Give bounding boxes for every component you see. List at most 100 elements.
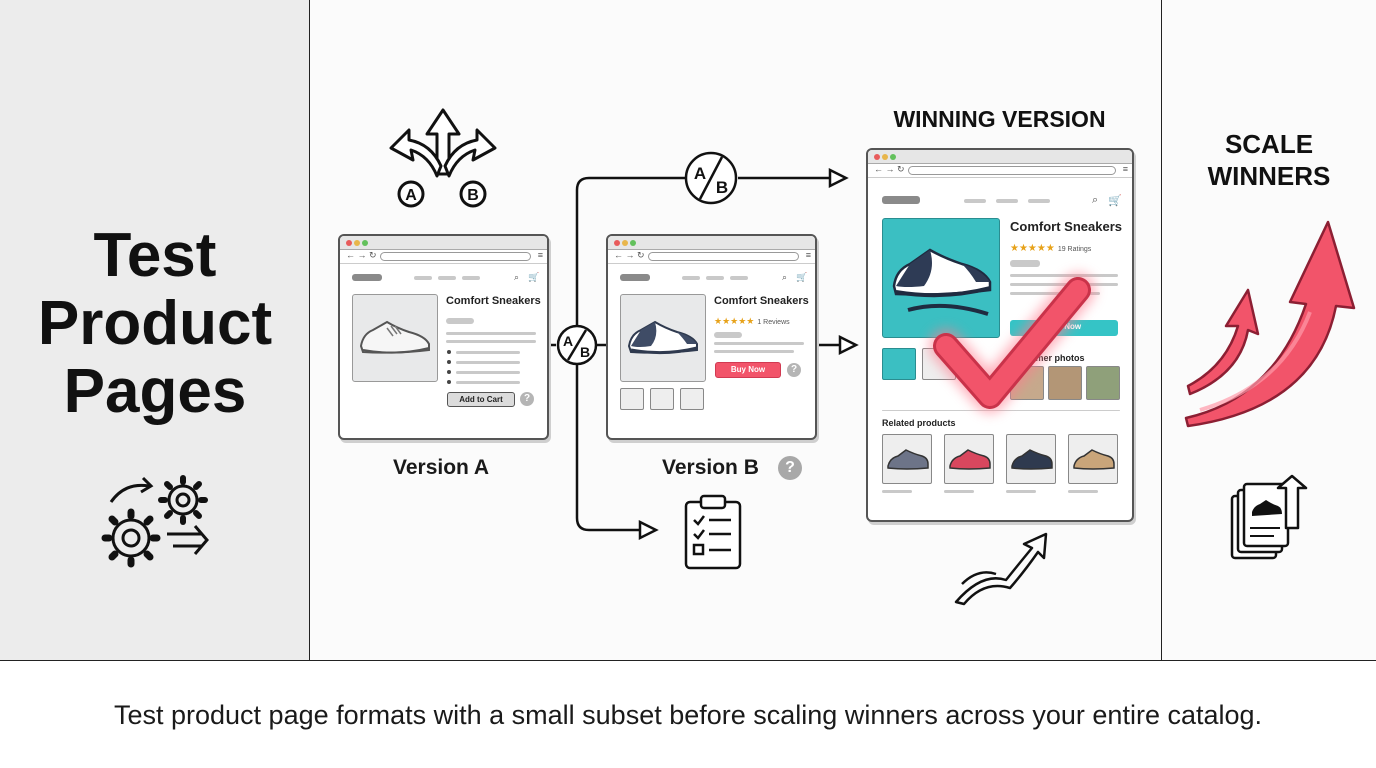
text-line [944,490,974,493]
minimize-dot [354,240,360,246]
ab-top-b: B [716,178,728,197]
close-dot [874,154,880,160]
price-placeholder [1010,260,1040,267]
text-line [446,340,536,343]
browser-w-titlebar [868,150,1132,164]
sneaker-icon [887,449,1115,470]
growth-arrows-icon [954,532,1048,606]
checkmark-icon [929,273,1095,413]
thumbnail [650,388,674,410]
bullet [447,360,451,364]
buy-now-button[interactable]: Buy Now [715,362,781,378]
product-title-winning: Comfort Sneakers [1010,219,1122,234]
nav-link-placeholder [682,276,700,280]
gears-icon [101,475,209,568]
split-a-letter: A [405,187,417,204]
text-line [456,351,520,354]
nav-link-placeholder [730,276,748,280]
search-icon: ⌕ [514,272,520,282]
browser-version-a: ← → ↻ ≡ ⌕ 🛒 Comfort Sneakers Add to Cart… [338,234,549,440]
nav-arrows-icon: ← → ↻ [874,164,905,174]
browser-b-titlebar [608,236,815,250]
thumbnail [680,388,704,410]
ratings-count: 19 Ratings [1057,246,1092,253]
bullet [447,350,451,354]
clipboard-checklist-icon [684,494,742,570]
thumbnail [620,388,644,410]
caption-bar [0,660,1376,768]
browser-b-navbar: ← → ↻ ≡ [608,250,815,264]
nav-link-placeholder [964,199,986,203]
left-title-line-1: Test [93,221,217,290]
sneaker-icon [359,320,430,354]
divider [882,410,1120,411]
review-count-b: 1 Reviews [757,319,790,326]
search-icon: ⌕ [782,272,788,282]
help-icon: ? [520,392,534,406]
logo-placeholder [352,274,382,281]
rating-stars-b: ★★★★★1 Reviews [714,316,790,326]
text-line [1068,490,1098,493]
ab-badge-b: B [580,344,590,360]
browser-a-titlebar [340,236,547,250]
sneaker-icon [627,320,698,355]
customer-photos-label: Customer photos [1010,353,1085,363]
text-line [446,332,536,335]
ab-top-a: A [694,164,706,183]
text-line [714,342,804,345]
ab-badge-top-icon: A B [684,151,738,205]
browser-winning-version: ← → ↻ ≡ ⌕ 🛒 Comfort Sneakers ★★★★★19 Rat… [866,148,1134,522]
split-b-letter: B [467,187,479,204]
upward-trend-arrow-icon [1184,220,1356,428]
browser-version-b: ← → ↻ ≡ ⌕ 🛒 Comfort Sneakers ★★★★★1 Revi… [606,234,817,440]
browser-b-url-bar [648,252,799,261]
price-placeholder [446,318,474,324]
left-title-line-3: Pages [63,357,247,426]
bullet [447,370,451,374]
nav-link-placeholder [462,276,480,280]
flow-connectors [549,167,859,541]
text-line [714,350,794,353]
version-b-help-icon: ? [778,456,802,480]
browser-w-navbar: ← → ↻ ≡ [868,164,1132,178]
version-b-label: Version B [662,456,759,479]
related-products-label: Related products [882,418,956,428]
cart-icon: 🛒 [796,272,808,282]
browser-a-url-bar [380,252,531,261]
maximize-dot [630,240,636,246]
nav-arrows-icon: ← → ↻ [614,250,645,260]
scale-winners-heading: SCALE WINNERS [1162,128,1376,192]
text-line [1010,274,1118,277]
rating-stars-winning: ★★★★★19 Ratings [1010,243,1092,254]
customer-photo [1048,366,1082,400]
close-dot [346,240,352,246]
menu-icon: ≡ [537,250,543,260]
thumbnail [882,348,916,380]
minimize-dot [882,154,888,160]
ab-badge-icon: A B [556,324,598,366]
browser-a-navbar: ← → ↻ ≡ [340,250,547,264]
text-line [456,371,520,374]
text-line [456,381,520,384]
cart-icon: 🛒 [528,272,540,282]
menu-icon: ≡ [805,250,811,260]
scale-line-1: SCALE [1224,129,1314,159]
nav-link-placeholder [996,199,1018,203]
split-arrows-icon: A B [389,108,497,208]
left-title-line-2: Product [37,289,273,358]
cart-icon: 🛒 [1108,195,1122,207]
price-placeholder [714,332,742,338]
product-title-b: Comfort Sneakers [714,295,809,307]
text-line [882,490,912,493]
text-line [1006,490,1036,493]
text-line [456,361,520,364]
minimize-dot [622,240,628,246]
bullet [447,380,451,384]
documents-upload-icon [1230,474,1308,560]
product-title-a: Comfort Sneakers [446,295,541,307]
nav-link-placeholder [1028,199,1050,203]
sneaker-icon [892,248,992,316]
left-panel [0,0,310,661]
caption-text: Test product page formats with a small s… [113,700,1263,730]
add-to-cart-button[interactable]: Add to Cart [447,392,515,407]
